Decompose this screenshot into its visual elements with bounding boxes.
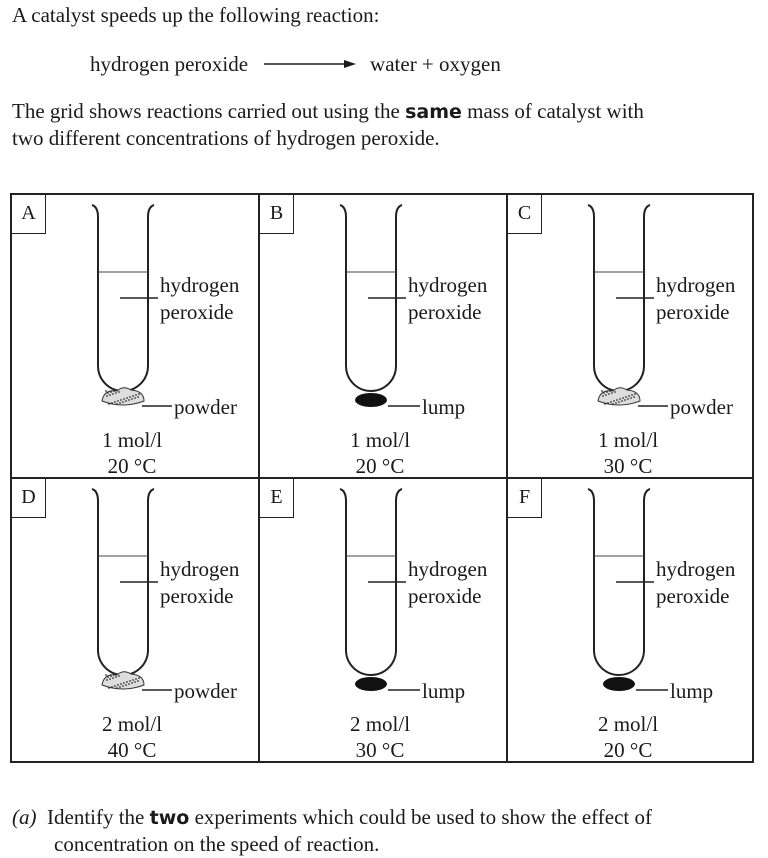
test-tube-icon: [91, 204, 172, 407]
intro-text: A catalyst speeds up the following react…: [12, 3, 380, 27]
test-tube-icon: [339, 204, 420, 407]
test-tube-icon: [339, 488, 420, 691]
test-tube-icon: [91, 488, 172, 691]
liquid-label: peroxide: [656, 300, 730, 324]
liquid-label: hydrogen: [656, 273, 736, 297]
grid-intro-part: mass of catalyst with: [461, 99, 644, 123]
liquid-label: peroxide: [160, 300, 234, 324]
temperature-label: 20 °C: [355, 454, 405, 478]
catalyst-label: lump: [422, 679, 466, 703]
question-part: Identify the: [47, 805, 150, 829]
catalyst-label: powder: [174, 679, 237, 703]
liquid-label: peroxide: [160, 584, 234, 608]
products: water + oxygen: [370, 52, 501, 76]
reaction-arrow-icon: [264, 60, 357, 69]
catalyst-label: lump: [422, 395, 466, 419]
liquid-label: hydrogen: [408, 557, 488, 581]
question-part: experiments which could be used to show …: [189, 805, 652, 829]
question-marker: (a): [12, 805, 37, 829]
test-tube-icon: [587, 488, 668, 691]
experiment-letter: C: [508, 195, 542, 234]
temperature-label: 40 °C: [107, 738, 157, 762]
liquid-label: hydrogen: [656, 557, 736, 581]
liquid-label: hydrogen: [160, 557, 240, 581]
liquid-label: peroxide: [408, 584, 482, 608]
question-a: (a) Identify the two experiments which c…: [12, 804, 760, 857]
grid-intro-emphasis: same: [405, 101, 462, 123]
grid-intro-text: The grid shows reactions carried out usi…: [12, 98, 760, 151]
concentration-label: 2 mol/l: [349, 712, 411, 736]
experiment-letter: F: [508, 479, 542, 518]
temperature-label: 30 °C: [355, 738, 405, 762]
concentration-label: 1 mol/l: [101, 428, 163, 452]
experiment-letter: B: [260, 195, 294, 234]
liquid-label: peroxide: [408, 300, 482, 324]
experiment-letter: E: [260, 479, 294, 518]
liquid-label: hydrogen: [160, 273, 240, 297]
concentration-label: 2 mol/l: [101, 712, 163, 736]
grid-intro-line2: two different concentrations of hydrogen…: [12, 126, 440, 150]
temperature-label: 20 °C: [603, 738, 653, 762]
experiment-letter: A: [12, 195, 46, 234]
concentration-label: 1 mol/l: [349, 428, 411, 452]
liquid-label: hydrogen: [408, 273, 488, 297]
test-tube-icon: [587, 204, 668, 407]
reaction-equation: hydrogen peroxide water + oxygen: [90, 51, 501, 77]
catalyst-label: powder: [670, 395, 733, 419]
concentration-label: 1 mol/l: [597, 428, 659, 452]
grid-intro-part: The grid shows reactions carried out usi…: [12, 99, 406, 123]
temperature-label: 30 °C: [603, 454, 653, 478]
concentration-label: 2 mol/l: [597, 712, 659, 736]
question-line2: concentration on the speed of reaction.: [54, 832, 380, 856]
reactant: hydrogen peroxide: [90, 52, 249, 76]
catalyst-label: powder: [174, 395, 237, 419]
liquid-label: peroxide: [656, 584, 730, 608]
catalyst-label: lump: [670, 679, 714, 703]
temperature-label: 20 °C: [107, 454, 157, 478]
experiment-letter: D: [12, 479, 46, 518]
question-emphasis: two: [149, 807, 190, 829]
